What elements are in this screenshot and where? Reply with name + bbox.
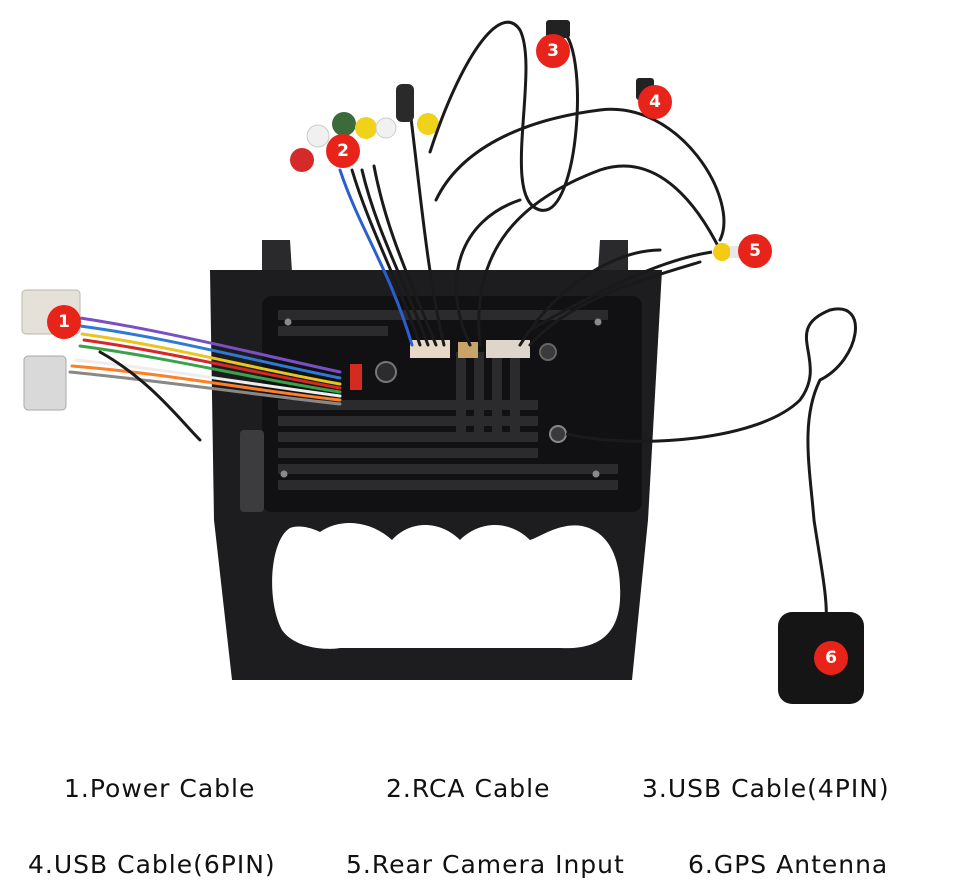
head-unit-frame (210, 240, 662, 680)
legend: 1.Power Cable 2.RCA Cable 3.USB Cable(4P… (0, 760, 962, 884)
power-harness (68, 316, 342, 442)
fuse (350, 364, 362, 390)
legend-usb-4pin: 3.USB Cable(4PIN) (642, 774, 890, 803)
rca-bundle (338, 108, 446, 347)
radio-antenna-plug (240, 430, 264, 512)
header-connector-right (486, 340, 530, 358)
screws (280, 318, 602, 478)
usb-plug-4pin (546, 20, 570, 38)
legend-usb-6pin: 4.USB Cable(6PIN) (28, 850, 276, 879)
badge-3: 3 (536, 34, 570, 68)
gps-jack (549, 425, 567, 443)
header-connector-mid (458, 342, 478, 358)
legend-rca-cable: 2.RCA Cable (386, 774, 551, 803)
svg-text:6: 6 (825, 648, 837, 668)
usb-cables (428, 20, 726, 347)
round-port (375, 361, 397, 383)
legend-gps-antenna: 6.GPS Antenna (688, 850, 889, 879)
svg-text:5: 5 (749, 241, 761, 261)
wiring-diagram: 1 2 3 4 5 6 (21, 20, 864, 704)
legend-power-cable: 1.Power Cable (64, 774, 256, 803)
badge-2: 2 (326, 134, 360, 168)
badge-1: 1 (47, 305, 81, 339)
rca-plugs (290, 84, 439, 172)
badge-6: 6 (814, 641, 848, 675)
mic-jack (539, 343, 557, 361)
power-plug-bottom (23, 355, 67, 411)
svg-text:1: 1 (58, 312, 70, 332)
svg-text:3: 3 (547, 41, 559, 61)
legend-rear-camera: 5.Rear Camera Input (346, 850, 625, 879)
badge-4: 4 (638, 85, 672, 119)
svg-text:4: 4 (649, 92, 661, 112)
badge-5: 5 (738, 234, 772, 268)
svg-text:2: 2 (337, 141, 349, 161)
heat-sink (278, 310, 618, 490)
